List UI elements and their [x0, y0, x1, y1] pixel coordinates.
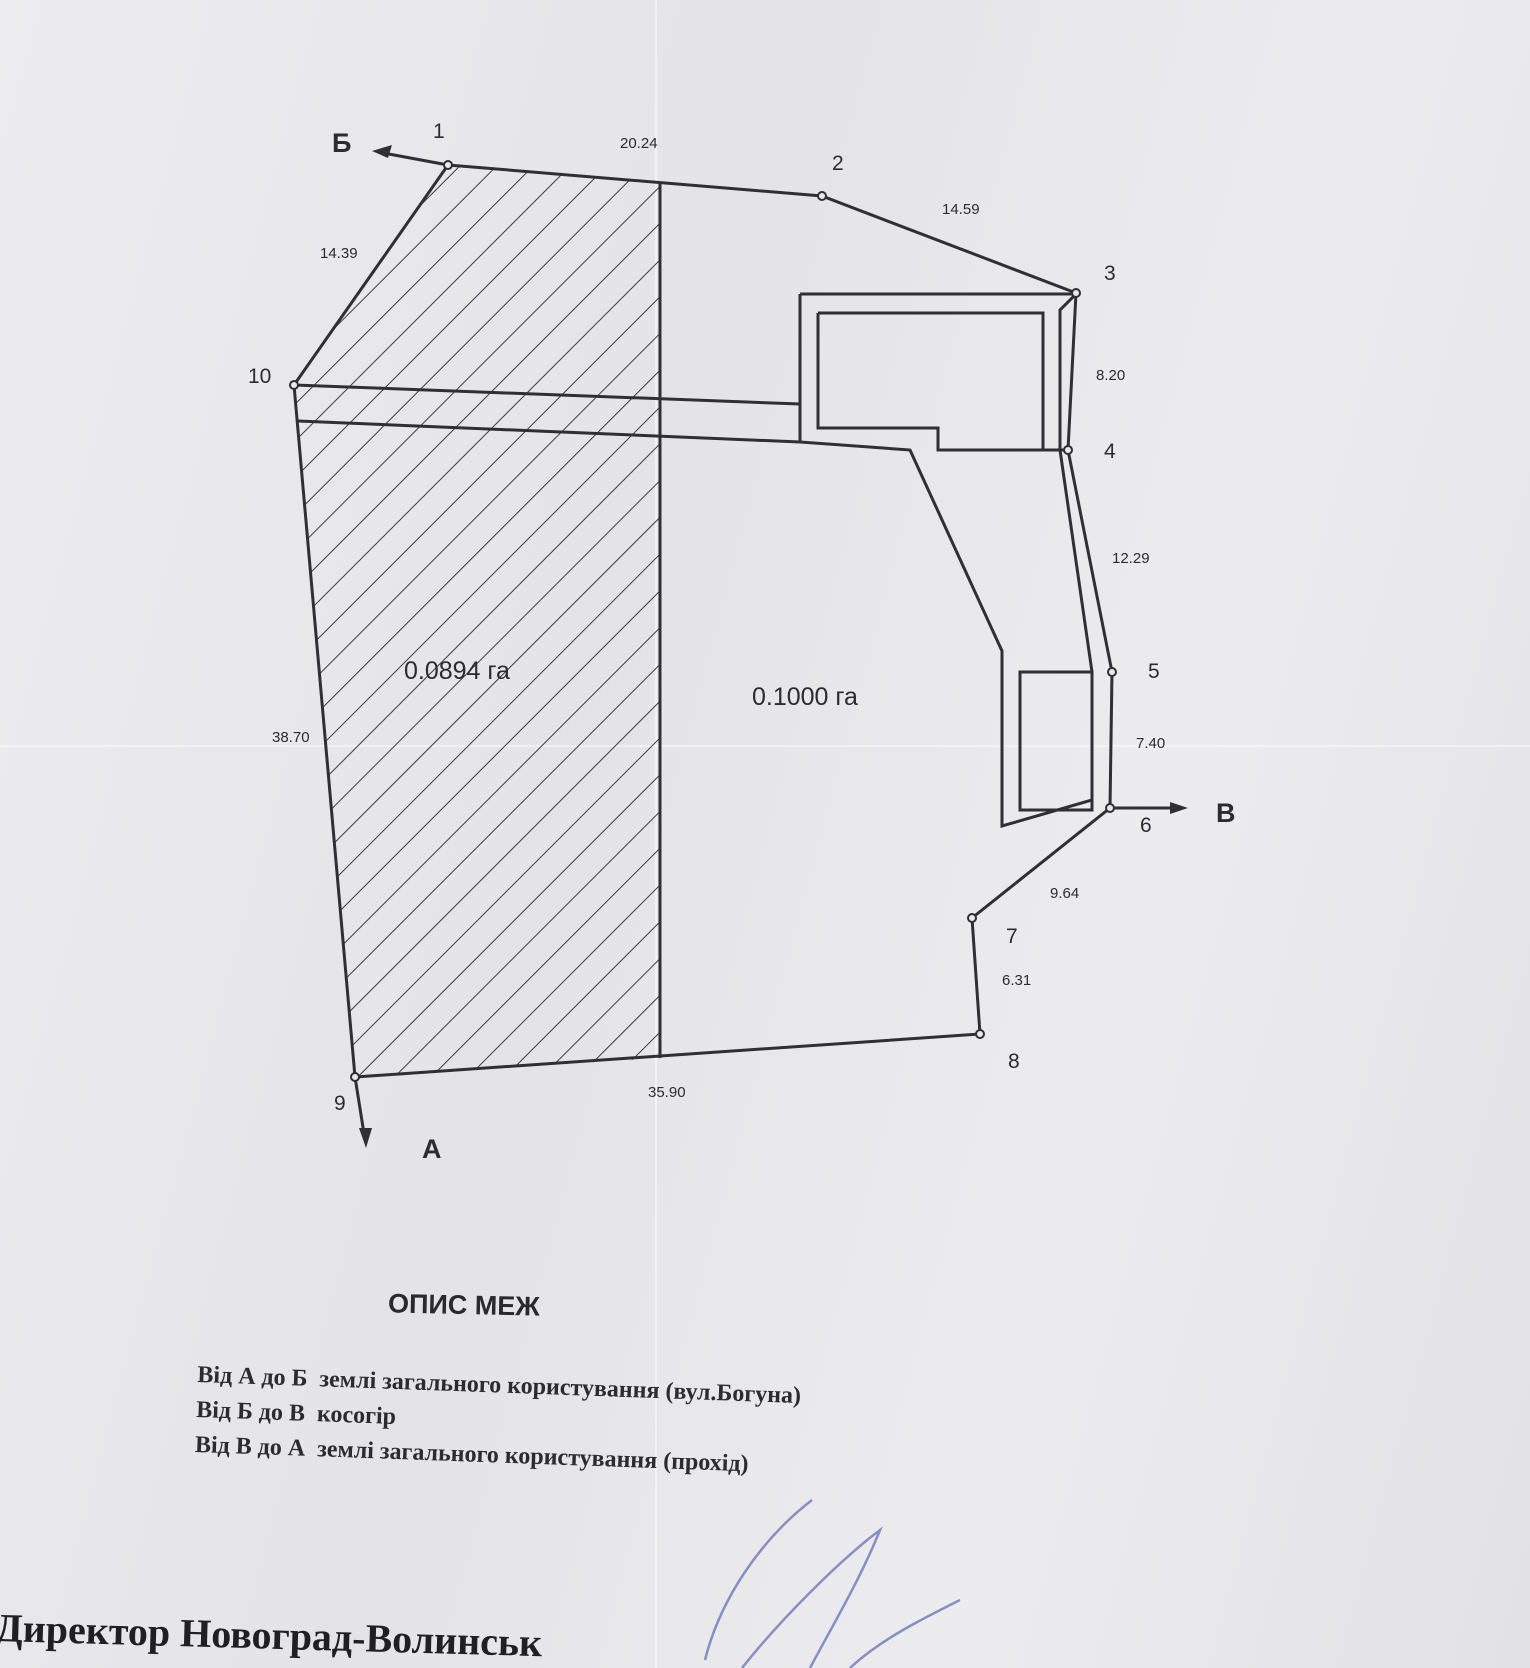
vertex-6-marker — [1105, 803, 1115, 813]
vertex-markers — [289, 160, 1117, 1082]
vertex-label-1: 1 — [433, 120, 445, 143]
area-label-plain: 0.1000 га — [752, 683, 858, 711]
length-8-9: 35.90 — [648, 1084, 686, 1101]
direction-label-a: А — [422, 1134, 442, 1164]
vertex-9-marker — [350, 1072, 360, 1082]
vertex-label-9: 9 — [334, 1092, 346, 1115]
vertex-label-4: 4 — [1104, 440, 1116, 463]
vertex-4-marker — [1063, 445, 1073, 455]
length-4-5: 12.29 — [1112, 550, 1150, 567]
length-3-4: 8.20 — [1096, 367, 1125, 384]
area-label-hatched: 0.0894 га — [404, 657, 510, 685]
vertex-label-8: 8 — [1008, 1050, 1020, 1073]
arrow-v-head — [1170, 802, 1188, 814]
length-9-10: 38.70 — [272, 729, 310, 746]
strip-line-lower — [297, 419, 801, 444]
direction-label-v: В — [1216, 798, 1236, 828]
vertex-5-marker — [1107, 667, 1117, 677]
vertex-label-5: 5 — [1148, 660, 1160, 683]
vertex-label-2: 2 — [832, 152, 844, 175]
vertex-7-marker — [967, 913, 977, 923]
building-outline-inner-bottom — [1018, 670, 1094, 812]
paper-fold-horizontal — [0, 745, 1530, 747]
length-10-1: 14.39 — [320, 245, 358, 262]
arrow-b-head — [372, 145, 392, 158]
vertex-3-marker — [1071, 288, 1081, 298]
length-7-8: 6.31 — [1002, 972, 1031, 989]
length-6-7: 9.64 — [1050, 885, 1079, 902]
arrow-b-line — [377, 150, 449, 167]
vertex-label-10: 10 — [248, 365, 271, 388]
length-2-3: 14.59 — [942, 201, 980, 218]
vertex-label-6: 6 — [1140, 814, 1152, 837]
hatched-parcel-area — [294, 165, 660, 1077]
vertex-2-marker — [817, 191, 827, 201]
length-5-6: 7.40 — [1136, 735, 1165, 752]
length-1-2: 20.24 — [620, 135, 658, 152]
vertex-label-3: 3 — [1104, 262, 1116, 285]
direction-label-b: Б — [332, 128, 351, 158]
vertex-8-marker — [975, 1029, 985, 1039]
arrow-a-head — [359, 1128, 372, 1148]
strip-line-upper — [293, 383, 801, 406]
vertex-label-7: 7 — [1006, 925, 1018, 948]
vertex-1-marker — [443, 160, 453, 170]
vertex-10-marker — [289, 380, 299, 390]
